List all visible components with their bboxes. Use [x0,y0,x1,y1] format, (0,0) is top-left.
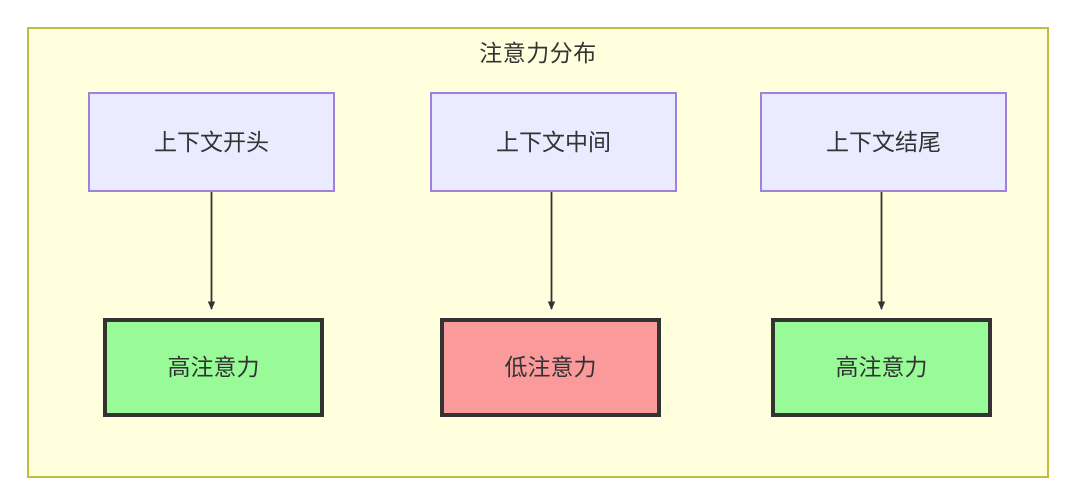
node-context-end[interactable]: 上下文结尾 [760,92,1007,192]
node-attention-high-start[interactable]: 高注意力 [103,318,324,417]
node-attention-high-end[interactable]: 高注意力 [771,318,992,417]
page-title: 注意力分布 [479,40,597,66]
node-context-middle[interactable]: 上下文中间 [430,92,677,192]
node-context-start[interactable]: 上下文开头 [88,92,335,192]
node-attention-low-middle[interactable]: 低注意力 [440,318,661,417]
